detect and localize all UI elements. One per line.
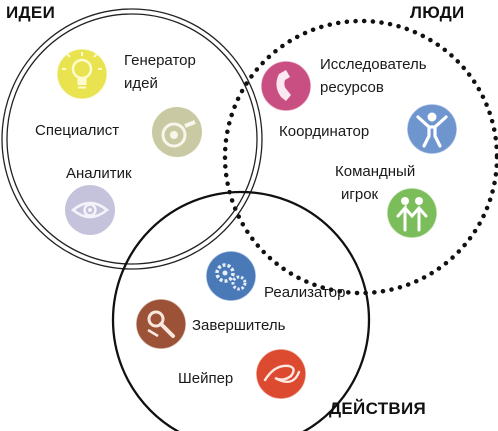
role-label-team-worker: Командный игрок xyxy=(335,162,415,205)
role-label-team-worker-line2: игрок xyxy=(341,186,379,203)
role-label-implementer: Реализатор xyxy=(264,284,346,301)
magnifier-icon xyxy=(135,298,187,350)
gears-icon xyxy=(205,250,257,302)
people-icon xyxy=(386,187,438,239)
role-label-completer-finisher: Завершитель xyxy=(192,317,286,334)
role-label-team-worker-line1: Командный xyxy=(335,163,416,180)
ideas-circle-inner xyxy=(6,13,258,265)
role-label-resource-investigator: Исследователь ресурсов xyxy=(320,55,427,98)
role-label-shaper: Шейпер xyxy=(178,370,234,387)
tape-icon xyxy=(152,107,202,157)
group-title-actions: ДЕЙСТВИЯ xyxy=(329,399,427,418)
spiral-icon xyxy=(255,348,307,400)
group-title-ideas: ИДЕИ xyxy=(6,3,56,22)
lightbulb-icon xyxy=(56,48,108,100)
ideas-circle xyxy=(1,8,263,270)
phone-icon xyxy=(260,60,312,112)
role-label-resource-investigator-line1: Исследователь xyxy=(320,56,427,73)
role-label-resource-investigator-line2: ресурсов xyxy=(320,79,384,96)
actions-circle xyxy=(111,190,371,431)
role-label-idea-generator-line2: идей xyxy=(124,75,158,92)
person-icon xyxy=(406,103,458,155)
role-label-analyst: Аналитик xyxy=(66,165,132,182)
group-title-people: ЛЮДИ xyxy=(410,3,465,22)
eye-icon xyxy=(65,185,115,235)
role-label-idea-generator: Генератор идей xyxy=(124,51,196,94)
role-label-coordinator: Координатор xyxy=(279,123,370,140)
people-circle xyxy=(222,18,498,296)
role-label-specialist: Специалист xyxy=(35,122,120,139)
role-label-idea-generator-line1: Генератор xyxy=(124,52,196,69)
